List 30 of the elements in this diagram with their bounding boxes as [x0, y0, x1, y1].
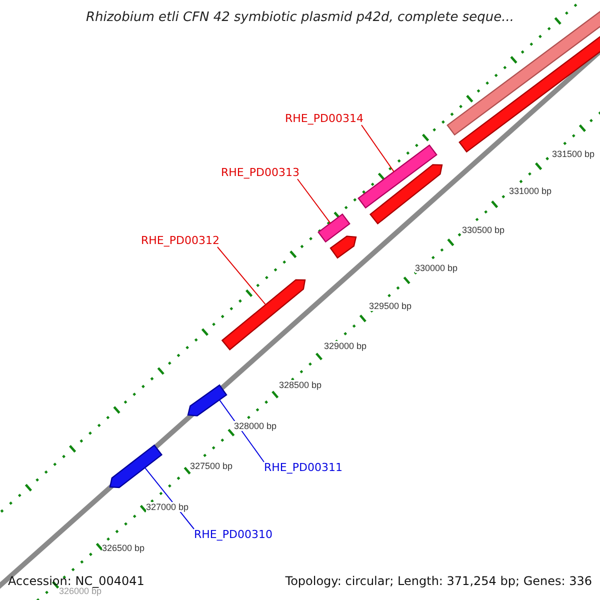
gene-name-label: RHE_PD00312 — [141, 234, 220, 247]
leader-line — [296, 178, 331, 224]
position-label: 326500 bp — [102, 543, 145, 553]
position-label: 327500 bp — [190, 461, 233, 471]
gene-block — [318, 213, 350, 243]
leader-line — [216, 246, 266, 306]
title: Rhizobium etli CFN 42 symbiotic plasmid p42d, complete seque... — [84, 10, 516, 25]
gene-name-label: RHE_PD00310 — [194, 528, 272, 541]
leader-line — [360, 124, 394, 172]
position-label: 331500 bp — [552, 149, 595, 159]
pointed-gene-block — [330, 236, 357, 259]
position-label: 330000 bp — [415, 263, 458, 273]
footer-text: Topology: circular; Length: 371,254 bp; Genes: 336 — [285, 574, 592, 588]
position-label: 329500 bp — [369, 301, 412, 311]
pointed-gene-block — [109, 444, 163, 488]
position-label: 331000 bp — [509, 186, 552, 196]
position-label: 329000 bp — [324, 341, 367, 351]
gene-block — [358, 144, 438, 209]
gene-name-label: RHE_PD00311 — [264, 461, 342, 474]
position-label: 330500 bp — [462, 225, 505, 235]
position-label: 328500 bp — [279, 380, 322, 390]
gene-name-label: RHE_PD00314 — [285, 112, 364, 125]
position-label: 328000 bp — [234, 421, 277, 431]
position-label: 327000 bp — [146, 502, 189, 512]
gene-name-label: RHE_PD00313 — [221, 166, 300, 179]
footer-text: Accession: NC_004041 — [8, 574, 144, 588]
position-label: 326000 bp — [59, 586, 102, 596]
pointed-gene-block — [187, 384, 228, 416]
pointed-gene-block — [221, 279, 306, 350]
pointed-gene-block — [369, 164, 443, 225]
